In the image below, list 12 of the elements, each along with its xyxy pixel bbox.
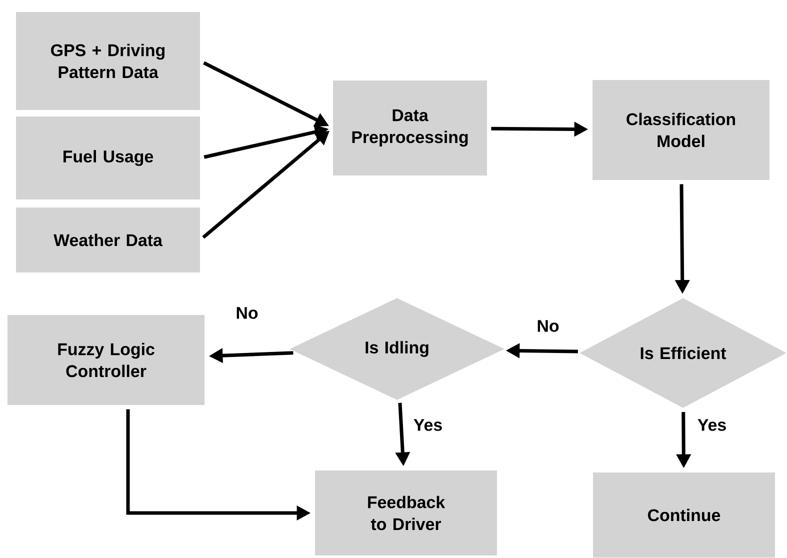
edge-label: No xyxy=(234,306,260,320)
process-box: Classification Model xyxy=(592,80,770,180)
process-box: Data Preprocessing xyxy=(333,80,487,176)
process-box: Fuel Usage xyxy=(16,116,200,200)
process-box: Feedback to Driver xyxy=(315,470,497,556)
process-box: GPS + Driving Pattern Data xyxy=(16,12,200,110)
process-box: Weather Data xyxy=(16,208,200,272)
process-box: Continue xyxy=(593,472,775,558)
edge-label: Yes xyxy=(696,418,728,432)
edge-label: No xyxy=(536,319,560,333)
process-box: Fuzzy Logic Controller xyxy=(8,315,204,405)
edge-label: Yes xyxy=(412,418,444,432)
